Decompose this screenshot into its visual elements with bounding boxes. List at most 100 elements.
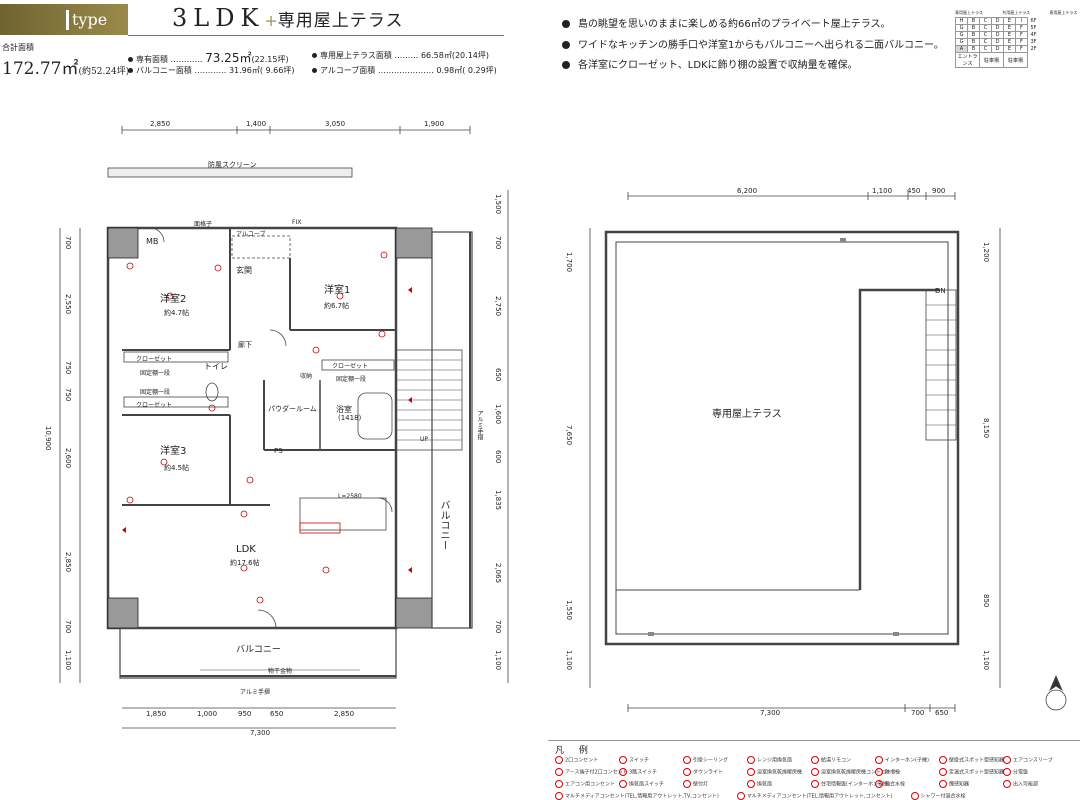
plan-dim-left-2: 2,550 bbox=[64, 294, 72, 315]
area-alcove: アルコーブ面積 ………………… 0.98㎡( 0.29坪) bbox=[312, 65, 497, 76]
terrace-dim-left-1: 1,700 bbox=[565, 252, 573, 273]
plan-balcony: バルコニー bbox=[236, 645, 281, 655]
plan-dim-right-6: 600 bbox=[494, 450, 502, 464]
area-balcony: バルコニー面積 ………… 31.96㎡( 9.66坪) bbox=[128, 65, 294, 76]
legend-item: 2口コンセント bbox=[555, 756, 619, 764]
terrace-dim-top-2: 1,100 bbox=[872, 187, 893, 195]
plan-up: UP bbox=[420, 436, 429, 443]
legend-item: 壁掛式スポット型感知器 bbox=[939, 756, 1004, 764]
total-area-label: 合計面積 bbox=[2, 43, 34, 52]
total-area-value: 172.77㎡(約52.24坪) bbox=[2, 59, 130, 79]
legend-item: ダウンライト bbox=[683, 768, 747, 776]
legend-item: 浴室換気乾燥暖房機 bbox=[747, 768, 811, 776]
terrace-dim-right-1: 1,200 bbox=[982, 242, 990, 263]
legend-item: 給湯リモコン bbox=[811, 756, 875, 764]
plan-room1-size: 約6.7帖 bbox=[324, 302, 350, 310]
legend-divider bbox=[548, 740, 1080, 741]
plan-dim-right-2: 700 bbox=[494, 236, 502, 250]
plan-dim-bottom-1: 1,850 bbox=[146, 710, 167, 718]
feature-3: 各洋室にクローゼット、LDKに飾り棚の設置で収納量を確保。 bbox=[562, 56, 858, 71]
legend-item: 混合水栓 bbox=[875, 780, 939, 788]
legend-item: 出入可能部 bbox=[1003, 780, 1067, 788]
plan-dim-bottom-4: 650 bbox=[270, 710, 284, 718]
area-terrace: 専用屋上テラス面積 ……… 66.58㎡(20.14坪) bbox=[312, 50, 489, 61]
plan-entrance: 玄関 bbox=[236, 266, 252, 275]
plan-dim-left-1: 700 bbox=[64, 236, 72, 250]
legend-item: 住宅情報盤(インターホン親機) bbox=[811, 780, 890, 788]
title-plus: + bbox=[264, 11, 278, 30]
legend-item: インターホン(子機) bbox=[875, 756, 939, 764]
plan-dim-left-3: 750 bbox=[64, 361, 72, 375]
plan-storage: 収納 bbox=[300, 373, 313, 380]
plan-dim-right-8: 2,065 bbox=[494, 563, 502, 584]
terrace-dim-top-1: 6,200 bbox=[737, 187, 758, 195]
title-underline bbox=[128, 35, 504, 36]
terrace-label: 専用屋上テラス bbox=[712, 409, 782, 420]
legend-item: 引掛シーリング bbox=[683, 756, 747, 764]
legend-item: 定温式スポット型感知器 bbox=[939, 768, 1004, 776]
plan-hanger: 物干金物 bbox=[268, 668, 293, 675]
title-sub: 専用屋上テラス bbox=[277, 11, 404, 31]
terrace-dim-right-4: 1,100 bbox=[982, 650, 990, 671]
terrace-dim-top-4: 900 bbox=[932, 187, 946, 195]
terrace-dn: DN bbox=[935, 287, 946, 295]
feature-1: 島の眺望を思いのままに楽しめる約66㎡のプライベート屋上テラス。 bbox=[562, 15, 891, 30]
plan-rail-side: アルミ手摺 bbox=[476, 410, 483, 440]
plan-ps: PS bbox=[274, 447, 283, 455]
key-row: エントランス駐車場駐車場 bbox=[955, 52, 1040, 68]
plan-dim-left-6: 2,850 bbox=[64, 552, 72, 573]
type-label: type bbox=[72, 10, 108, 29]
terrace-dim-left-3: 1,550 bbox=[565, 600, 573, 621]
plan-rail: アルミ手摺 bbox=[240, 689, 270, 696]
plan-closet-2: クローゼット bbox=[136, 402, 173, 409]
plan-dim-right-10: 1,100 bbox=[494, 650, 502, 671]
plan-dim-right-1: 1,500 bbox=[494, 194, 502, 215]
feature-2: ワイドなキッチンの勝手口や洋室1からもバルコニーへ出られる二面バルコニー。 bbox=[562, 36, 944, 51]
floor-plan bbox=[59, 126, 509, 729]
plan-room3: 洋室3 bbox=[160, 446, 187, 457]
area-exclusive: 専有面積 ………… 73.25㎡(22.15坪) bbox=[128, 49, 289, 66]
plan-dim-bottom-3: 950 bbox=[238, 710, 252, 718]
plan-dim-top-2: 1,400 bbox=[246, 120, 267, 128]
legend-item: 分電盤 bbox=[1003, 768, 1067, 776]
title-main: 3LDK bbox=[172, 4, 265, 32]
terrace-dim-bottom-1: 7,300 bbox=[760, 709, 781, 717]
plan-closet-3: クローゼット bbox=[332, 363, 369, 370]
page-title: 3LDK+専用屋上テラス bbox=[172, 4, 403, 32]
legend-item: 浴室換気乾燥暖房機コントローラー bbox=[811, 768, 901, 776]
terrace-plan bbox=[589, 192, 1067, 712]
legend-item: レンジ用換気扇 bbox=[747, 756, 811, 764]
legend-item: 換気扇 bbox=[747, 780, 811, 788]
plan-toilet: トイレ bbox=[204, 362, 228, 371]
plan-dim-top-3: 3,050 bbox=[325, 120, 346, 128]
plan-dim-left-8: 1,100 bbox=[64, 650, 72, 671]
plan-dim-left-5: 2,600 bbox=[64, 448, 72, 469]
legend-item: 煙感知器 bbox=[939, 780, 1003, 788]
plan-dim-bottom-total: 7,300 bbox=[250, 729, 271, 737]
plan-dim-right-4: 650 bbox=[494, 368, 502, 382]
plan-powder: パウダールーム bbox=[268, 405, 317, 413]
plan-dim-right-5: 1,600 bbox=[494, 404, 502, 425]
plan-dim-right-9: 700 bbox=[494, 620, 502, 634]
plan-hallway: 廊下 bbox=[238, 341, 252, 349]
legend-item: 散水栓 bbox=[875, 768, 939, 776]
type-badge-bar bbox=[66, 10, 69, 30]
plan-room2-size: 約4.7帖 bbox=[164, 309, 190, 317]
terrace-dim-left-2: 7,650 bbox=[565, 425, 573, 446]
legend-item: アース端子付2口コンセント bbox=[555, 768, 628, 776]
plan-bath-size: (1418) bbox=[338, 414, 362, 422]
key-table-headers: 専用屋上テラス 共用屋上テラス 専用屋上テラス bbox=[955, 10, 1078, 15]
plan-room2: 洋室2 bbox=[160, 294, 187, 305]
plan-balcony-side: バルコニー bbox=[438, 500, 449, 550]
legend-item: 換気扇スイッチ bbox=[619, 780, 683, 788]
legend-item: 3路スイッチ bbox=[619, 768, 683, 776]
plan-fix: FIX bbox=[292, 219, 302, 226]
plan-room1: 洋室1 bbox=[324, 285, 351, 296]
plan-dim-left-4: 750 bbox=[64, 388, 72, 402]
terrace-dim-right-3: 850 bbox=[982, 594, 990, 608]
